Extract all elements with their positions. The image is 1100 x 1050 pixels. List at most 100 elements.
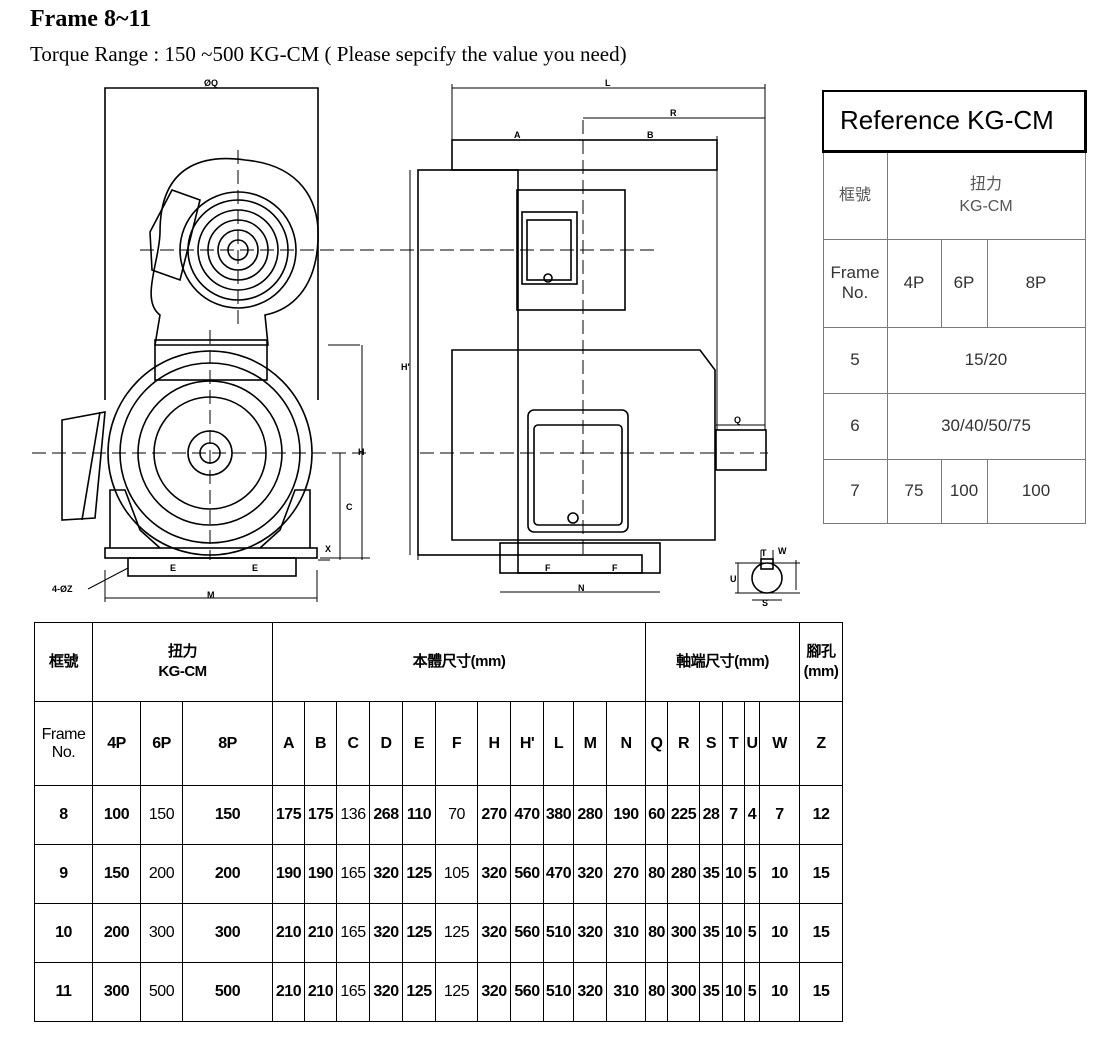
col-header: B xyxy=(304,701,337,786)
motor-dimension-drawing: ØQ E E M 4-ØZ C X H H' L R A B Q F F N W… xyxy=(32,78,800,608)
table-cell: 10 xyxy=(722,844,745,904)
table-cell: 320 xyxy=(369,844,403,904)
table-cell: 280 xyxy=(667,844,700,904)
table-cell: 10 xyxy=(759,962,800,1022)
ref-value-cell: 100 xyxy=(986,458,1086,524)
table-cell: 80 xyxy=(645,844,668,904)
ref-pole-6p: 6P xyxy=(940,238,988,328)
table-cell: 560 xyxy=(510,962,544,1022)
col-header: N xyxy=(606,701,646,786)
table-cell: 190 xyxy=(606,785,646,845)
table-cell: 210 xyxy=(304,903,337,963)
group-torque: 扭力 KG-CM xyxy=(92,622,273,702)
col-header: 4P xyxy=(92,701,141,786)
table-cell: 125 xyxy=(435,962,478,1022)
torque-range-subtitle: Torque Range : 150 ~500 KG-CM ( Please s… xyxy=(30,42,627,66)
col-header: H xyxy=(477,701,511,786)
table-cell: 5 xyxy=(744,844,760,904)
table-cell: 10 xyxy=(759,903,800,963)
table-cell: 320 xyxy=(477,962,511,1022)
table-cell: 200 xyxy=(182,844,273,904)
table-cell: 320 xyxy=(573,844,607,904)
table-cell: 150 xyxy=(182,785,273,845)
dim-label-h: H xyxy=(358,447,365,457)
table-cell: 470 xyxy=(543,844,574,904)
table-cell: 150 xyxy=(92,844,141,904)
table-cell: 500 xyxy=(182,962,273,1022)
table-cell: 165 xyxy=(336,903,370,963)
table-cell: 12 xyxy=(799,785,843,845)
col-header: T xyxy=(722,701,745,786)
dim-label-f-right: F xyxy=(612,563,618,573)
dim-label-b: B xyxy=(647,130,654,140)
table-cell: 10 xyxy=(759,844,800,904)
col-header: H' xyxy=(510,701,544,786)
ref-value-cell: 30/40/50/75 xyxy=(886,392,1086,460)
dim-label-s: S xyxy=(762,598,768,608)
table-cell: 7 xyxy=(759,785,800,845)
table-cell: 320 xyxy=(369,903,403,963)
col-header: 6P xyxy=(140,701,183,786)
dim-label-r: R xyxy=(670,108,677,118)
table-cell: 15 xyxy=(799,962,843,1022)
dim-label-m: M xyxy=(207,590,215,600)
table-cell: 500 xyxy=(140,962,183,1022)
table-cell: 175 xyxy=(272,785,305,845)
ref-pole-8p: 8P xyxy=(986,238,1086,328)
dim-label-u: U xyxy=(730,574,737,584)
table-cell: 10 xyxy=(722,962,745,1022)
table-cell: 7 xyxy=(722,785,745,845)
table-cell: 70 xyxy=(435,785,478,845)
table-cell: 5 xyxy=(744,962,760,1022)
table-cell: 125 xyxy=(402,962,436,1022)
ref-frame-label: 框號 xyxy=(822,150,888,240)
dimension-table: 框號 扭力 KG-CM 本體尺寸(mm) 軸端尺寸(mm) 腳孔(mm) Fra… xyxy=(34,622,843,1022)
dim-label-l: L xyxy=(605,78,611,88)
dim-label-t: T xyxy=(761,548,767,558)
dim-label-h-prime: H' xyxy=(401,362,410,372)
table-cell: 10 xyxy=(34,903,93,963)
col-header: E xyxy=(402,701,436,786)
table-cell: 190 xyxy=(272,844,305,904)
dim-label-e-right: E xyxy=(252,563,258,573)
reference-table-title: Reference KG-CM xyxy=(822,90,1087,153)
col-header: W xyxy=(759,701,800,786)
table-cell: 15 xyxy=(799,844,843,904)
table-cell: 310 xyxy=(606,962,646,1022)
table-cell: 190 xyxy=(304,844,337,904)
table-cell: 300 xyxy=(182,903,273,963)
table-cell: 35 xyxy=(699,844,723,904)
table-cell: 320 xyxy=(477,844,511,904)
ref-frame-no-label: Frame No. xyxy=(822,238,888,328)
ref-value-cell: 75 xyxy=(886,458,942,524)
table-row: 5 15/20 xyxy=(822,326,1086,394)
table-cell: 150 xyxy=(140,785,183,845)
table-cell: 110 xyxy=(402,785,436,845)
ref-frame-cell: 6 xyxy=(822,392,888,460)
table-cell: 80 xyxy=(645,903,668,963)
table-cell: 10 xyxy=(722,903,745,963)
col-header: Q xyxy=(645,701,668,786)
group-body-dimensions: 本體尺寸(mm) xyxy=(272,622,646,702)
dim-label-w: W xyxy=(778,546,787,556)
dim-label-f-left: F xyxy=(545,563,551,573)
page-title: Frame 8~11 xyxy=(30,6,152,32)
table-cell: 125 xyxy=(402,844,436,904)
table-cell: 60 xyxy=(645,785,668,845)
ref-frame-cell: 5 xyxy=(822,326,888,394)
table-cell: 9 xyxy=(34,844,93,904)
table-cell: 105 xyxy=(435,844,478,904)
column-header-row: Frame No. 4P 6P 8P A B C D E F H H' L M … xyxy=(34,701,843,786)
table-cell: 8 xyxy=(34,785,93,845)
table-row: 7 75 100 100 xyxy=(822,458,1086,524)
table-cell: 125 xyxy=(402,903,436,963)
dim-label-q: ØQ xyxy=(204,78,218,88)
table-cell: 510 xyxy=(543,903,574,963)
col-header: S xyxy=(699,701,723,786)
col-header: M xyxy=(573,701,607,786)
table-cell: 300 xyxy=(667,962,700,1022)
table-row: 6 30/40/50/75 xyxy=(822,392,1086,460)
group-torque-en: KG-CM xyxy=(158,663,207,680)
